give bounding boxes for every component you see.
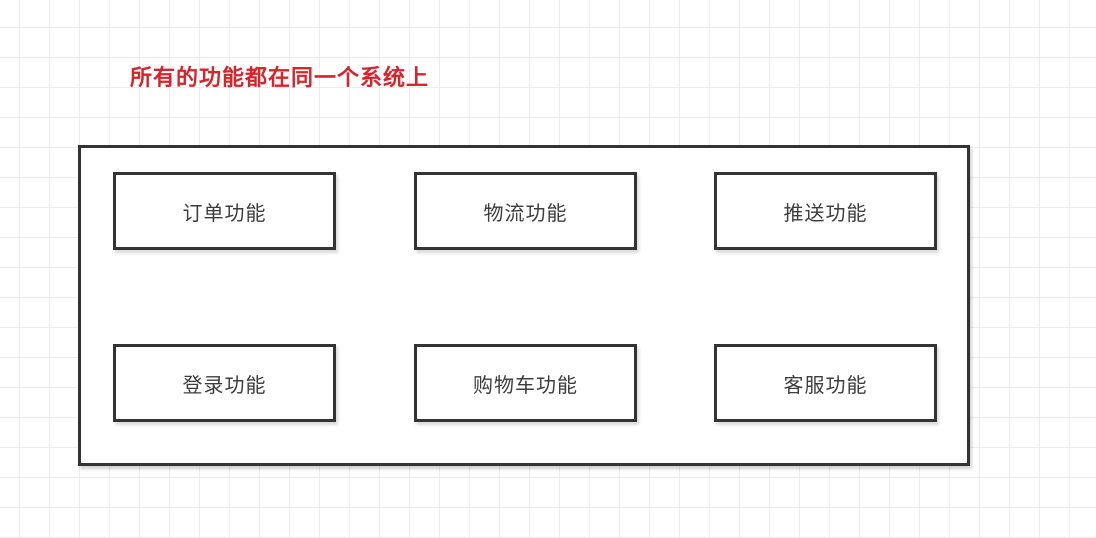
function-box-push-label: 推送功能	[783, 202, 868, 225]
function-box-customer-service: 客服功能	[714, 344, 937, 422]
function-box-cart: 购物车功能	[414, 344, 637, 422]
system-container: 订单功能 物流功能 推送功能 登录功能 购物车功能 客服功能	[78, 145, 970, 466]
function-box-logistics-label: 物流功能	[483, 202, 568, 225]
function-box-customer-service-label: 客服功能	[783, 374, 868, 397]
function-box-logistics: 物流功能	[414, 172, 637, 250]
function-box-push: 推送功能	[714, 172, 937, 250]
function-box-order-label: 订单功能	[182, 202, 267, 225]
diagram-title: 所有的功能都在同一个系统上	[130, 65, 430, 90]
function-box-order: 订单功能	[113, 172, 336, 250]
function-box-cart-label: 购物车功能	[473, 374, 578, 397]
function-box-login: 登录功能	[113, 344, 336, 422]
function-box-login-label: 登录功能	[182, 374, 267, 397]
